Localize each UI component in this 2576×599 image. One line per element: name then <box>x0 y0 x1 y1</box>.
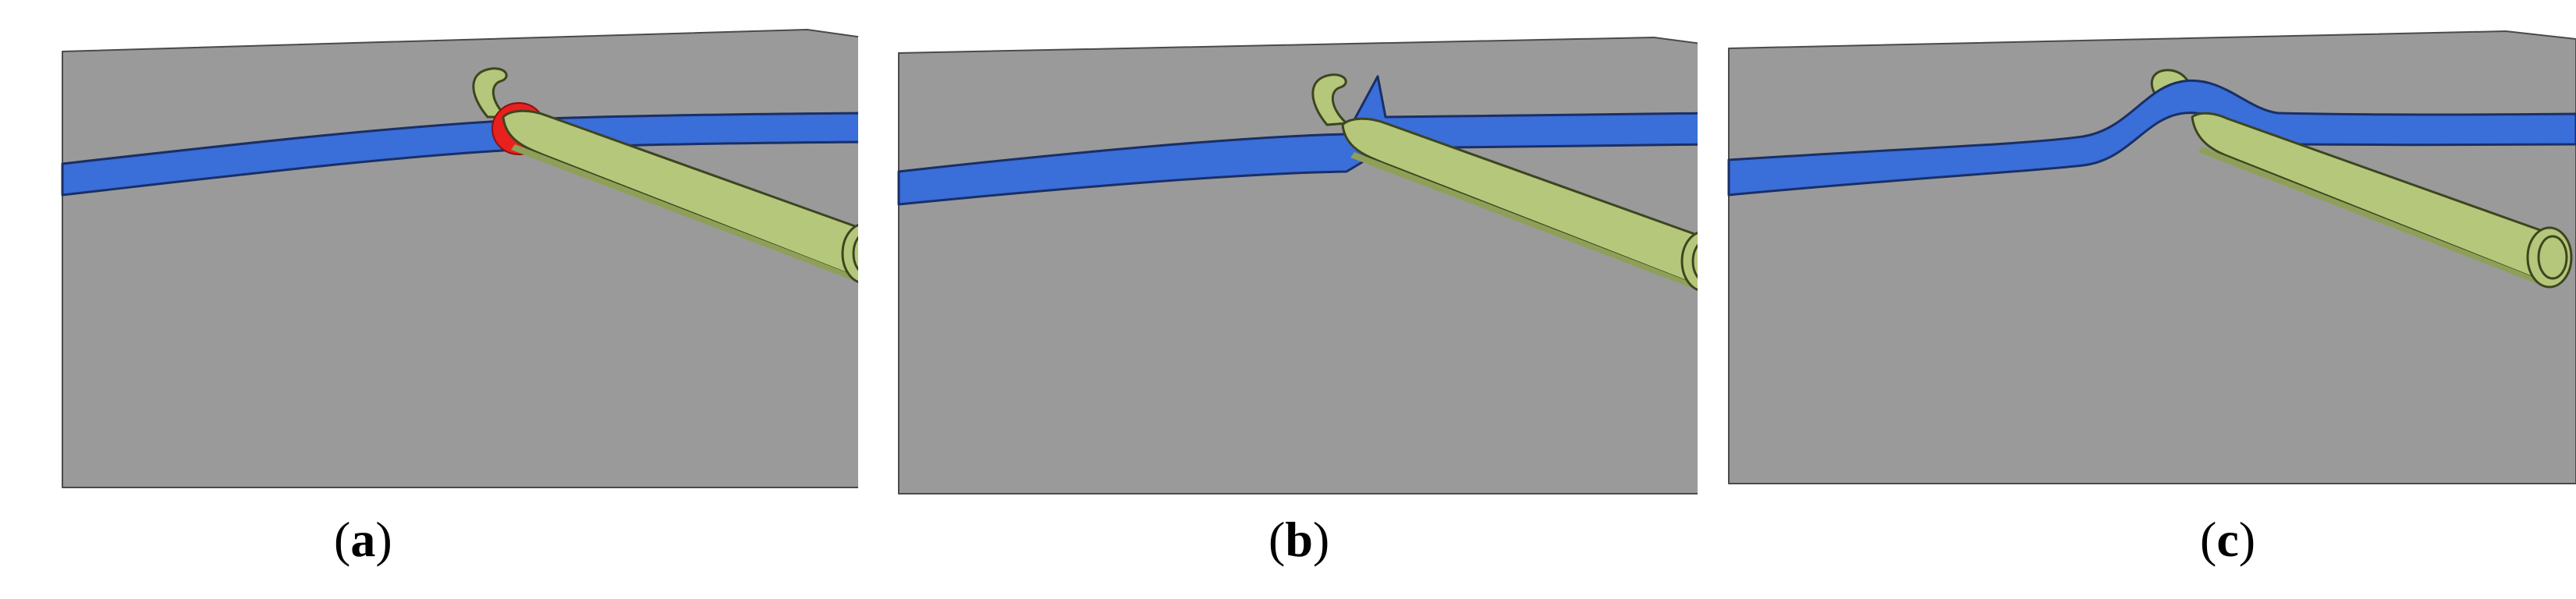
ground-plane <box>898 37 1698 494</box>
label-letter: b <box>1285 512 1313 567</box>
label-close-paren: ) <box>2238 512 2256 567</box>
panel-b: (b) <box>839 0 1698 599</box>
blue-strand <box>61 112 858 197</box>
blue-strand <box>1727 79 2576 197</box>
green-tube-shade <box>2198 147 2543 286</box>
panel-c-scene <box>1727 30 2576 484</box>
label-close-paren: ) <box>375 512 392 567</box>
label-open-paren: ( <box>2200 512 2217 567</box>
green-tube-hook <box>1311 73 1348 126</box>
green-tube-end <box>841 223 858 284</box>
panel-b-label: (b) <box>1268 515 1329 565</box>
green-tube-end-inner <box>1691 243 1698 279</box>
ground-plane <box>62 29 858 488</box>
green-tube-shade <box>511 144 858 282</box>
green-tube-end-inner <box>2537 235 2568 280</box>
panel-a-scene <box>61 29 858 488</box>
label-letter: a <box>350 512 376 567</box>
panel-a-label: (a) <box>334 515 392 565</box>
label-open-paren: ( <box>334 512 351 567</box>
label-close-paren: ) <box>1312 512 1330 567</box>
blue-strand <box>897 75 1698 206</box>
panel-c: (c) <box>1677 0 2576 599</box>
green-tube-shade <box>1350 152 1698 290</box>
label-letter: c <box>2216 512 2239 567</box>
green-tube-end <box>1680 231 1698 292</box>
green-tube-hook <box>472 67 509 119</box>
panel-c-label: (c) <box>2200 515 2255 565</box>
label-open-paren: ( <box>1268 512 1286 567</box>
panel-b-scene <box>897 37 1698 494</box>
panel-a: (a) <box>0 0 858 599</box>
green-tube-end-inner <box>852 236 858 271</box>
